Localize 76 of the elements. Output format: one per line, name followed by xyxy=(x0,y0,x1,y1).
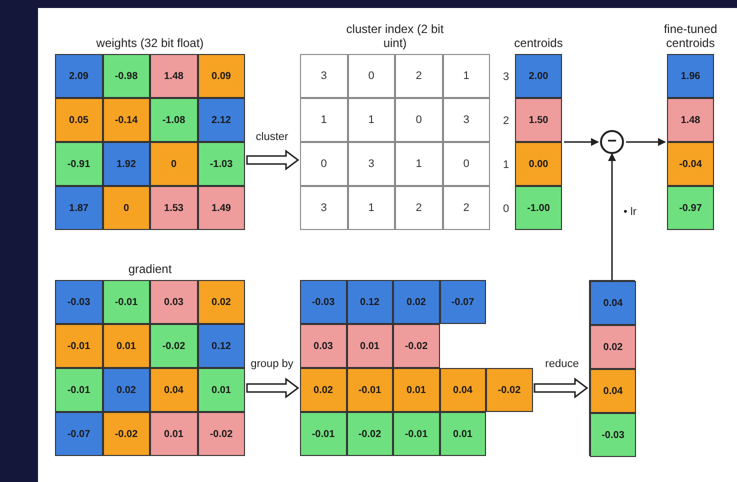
matrix-cell: -0.02 xyxy=(198,413,244,455)
matrix-cell: 0.01 xyxy=(151,413,196,455)
matrix-cell: 0.02 xyxy=(301,369,346,411)
index-label: 3 xyxy=(503,70,510,85)
matrix-title: weights (32 bit float) xyxy=(95,36,205,50)
matrix-title: fine-tuned centroids xyxy=(662,22,718,50)
matrix-cell: 0.01 xyxy=(198,369,244,411)
matrix-cell: -0.07 xyxy=(56,413,102,455)
matrix-cell: 0.02 xyxy=(104,369,149,411)
matrix-cell: 0.01 xyxy=(394,369,438,411)
matrix-cell: 0.03 xyxy=(301,325,346,367)
matrix-cell: -0.01 xyxy=(301,413,346,455)
matrix-cell: 0.09 xyxy=(198,55,244,97)
matrix-cell: -0.01 xyxy=(348,369,392,411)
matrix-title: centroids xyxy=(513,36,564,50)
matrix-cell: -1.03 xyxy=(198,143,244,185)
matrix-cell: 0.03 xyxy=(151,281,196,323)
matrix-cell: 0.02 xyxy=(591,326,635,368)
matrix-cell: 0.12 xyxy=(348,281,392,323)
matrix-cell: 0.05 xyxy=(56,99,102,141)
matrix-cell: 0.04 xyxy=(440,369,485,411)
index-label: 1 xyxy=(503,158,510,173)
matrix-cell: -0.03 xyxy=(591,414,635,456)
matrix-cell: -0.02 xyxy=(151,325,196,367)
matrix-cell: -0.02 xyxy=(394,325,438,367)
block-arrow xyxy=(246,150,300,170)
arrow xyxy=(626,138,666,146)
matrix-cell: 1.87 xyxy=(56,187,102,229)
matrix-cell: 0 xyxy=(151,143,196,185)
matrix-cell: 1.53 xyxy=(151,187,196,229)
reduced-gradient-column xyxy=(589,280,635,456)
matrix-cell: 0.12 xyxy=(198,325,244,367)
index-label: 2 xyxy=(503,114,510,129)
matrix-cell: -0.01 xyxy=(394,413,438,455)
matrix-cell: 2.09 xyxy=(56,55,102,97)
matrix-cell: -0.97 xyxy=(668,187,713,229)
matrix-cell: 2.00 xyxy=(516,55,561,97)
matrix-title: cluster index (2 bit uint) xyxy=(345,22,445,50)
matrix-cell: -0.02 xyxy=(104,413,149,455)
matrix-cell: 1.48 xyxy=(668,99,713,141)
matrix-cell: -0.03 xyxy=(56,281,102,323)
arrow xyxy=(564,138,599,146)
matrix-cell: 0 xyxy=(104,187,149,229)
matrix-cell: 1.96 xyxy=(668,55,713,97)
matrix-cell: -0.01 xyxy=(56,369,102,411)
block-arrow xyxy=(534,378,588,398)
matrix-cell: 0.00 xyxy=(516,143,561,185)
matrix-cell: 0.01 xyxy=(440,413,485,455)
matrix-cell: -0.91 xyxy=(56,143,102,185)
matrix-cell: -0.03 xyxy=(301,281,346,323)
matrix-cell: 0.01 xyxy=(104,325,149,367)
matrix-cell: -1.08 xyxy=(151,99,196,141)
matrix-cell: -0.14 xyxy=(104,99,149,141)
index-label: 0 xyxy=(503,202,510,217)
matrix-cell: 0.01 xyxy=(348,325,392,367)
matrix-cell: 0.02 xyxy=(198,281,244,323)
matrix-cell: 0.04 xyxy=(591,370,635,412)
matrix-cell: 1.50 xyxy=(516,99,561,141)
matrix-cell: -0.01 xyxy=(56,325,102,367)
matrix-title: gradient xyxy=(127,262,173,276)
matrix-cell: -0.01 xyxy=(104,281,149,323)
matrix-cell: -0.98 xyxy=(104,55,149,97)
matrix-cell: 2.12 xyxy=(198,99,244,141)
matrix-cell: -0.02 xyxy=(487,369,532,411)
block-arrow xyxy=(246,378,300,398)
matrix-cell: 1.49 xyxy=(198,187,244,229)
matrix-cell: -0.04 xyxy=(668,143,713,185)
arrow xyxy=(608,153,616,280)
matrix-cell: 1.48 xyxy=(151,55,196,97)
matrix-cell: 1.92 xyxy=(104,143,149,185)
matrix-cell: -0.02 xyxy=(348,413,392,455)
matrix-cell: -0.07 xyxy=(440,281,485,323)
matrix-cell: -1.00 xyxy=(516,187,561,229)
matrix-cell: 0.02 xyxy=(394,281,438,323)
matrix-cell: 0.04 xyxy=(151,369,196,411)
matrix-cell: 0.04 xyxy=(591,282,635,324)
